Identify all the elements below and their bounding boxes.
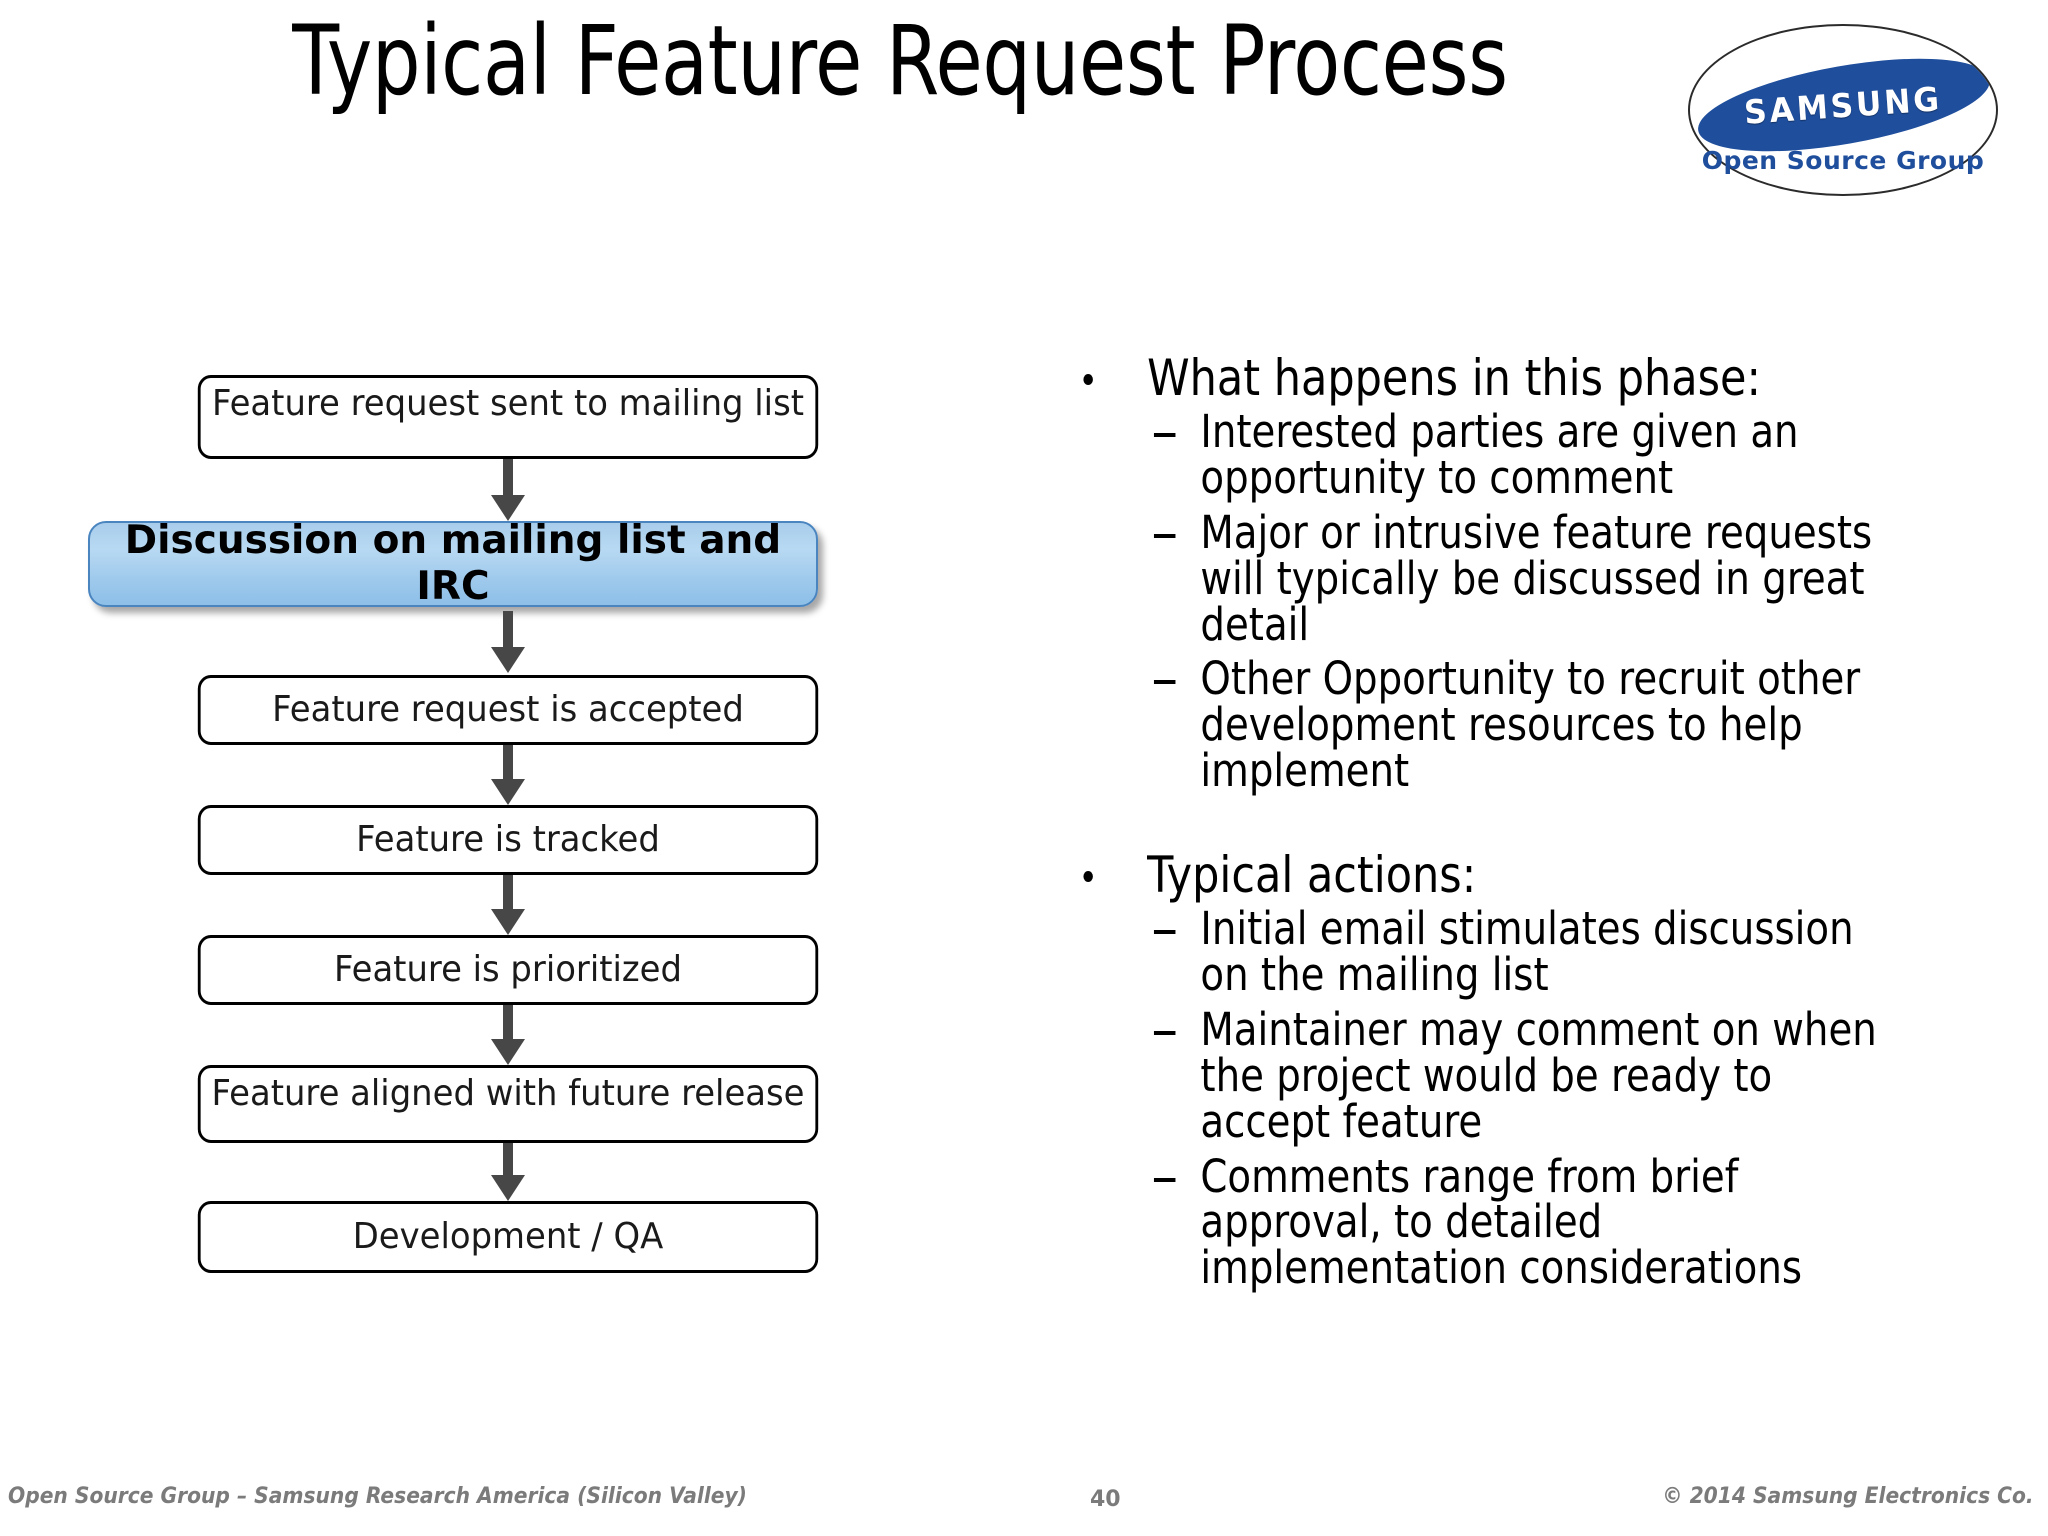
logo-subtitle-text: Open Source Group [1701,146,1985,175]
feature-request-process-flowchart: Feature request sent to mailing list Dis… [88,375,918,1320]
logo-oval-icon [1688,24,1998,196]
flow-arrow-2 [491,611,525,673]
bullet-item-maintainer-comment: Maintainer may comment on when the proje… [1080,1006,1897,1145]
bullet-item-text: Other Opportunity to recruit other devel… [1200,652,1861,798]
flow-arrow-5 [491,1005,525,1065]
footer-organization: Open Source Group – Samsung Research Ame… [8,1484,747,1509]
bullet-item-text: Initial email stimulates discussion on t… [1200,902,1854,1002]
bullet-heading-text: What happens in this phase: [1147,349,1761,407]
footer-copyright: © 2014 Samsung Electronics Co. [1662,1484,2034,1509]
bullet-item-initial-email: Initial email stimulates discussion on t… [1080,906,1897,998]
bullet-dash-icon [1153,680,1176,685]
bullet-item-comments-range: Comments range from brief approval, to d… [1080,1153,1897,1292]
bullet-item-text: Major or intrusive feature requests will… [1200,505,1873,651]
bullet-dot-icon [1083,374,1093,385]
bullet-group-spacer [1080,803,2030,849]
samsung-open-source-group-logo: SAMSUNG Open Source Group [1688,24,1998,196]
flow-arrow-4 [491,875,525,935]
bullet-dash-icon [1153,433,1176,437]
bullet-heading-what-happens: What happens in this phase: [1080,352,1897,405]
flow-step-feature-aligned-future-release[interactable]: Feature aligned with future release [197,1065,819,1143]
flow-step-discussion-mailing-list-irc[interactable]: Discussion on mailing list and IRC [88,518,818,609]
flow-arrow-1 [491,459,525,521]
bullet-item-other-opportunity: Other Opportunity to recruit other devel… [1080,656,1897,794]
flow-step-feature-tracked[interactable]: Feature is tracked [197,805,819,875]
flow-step-development-qa[interactable]: Development / QA [197,1201,819,1273]
bullet-dash-icon [1153,930,1176,935]
flow-arrow-6 [491,1143,525,1201]
bullet-dash-icon [1153,533,1176,538]
bullet-item-text: Maintainer may comment on when the proje… [1200,1002,1877,1148]
flow-step-feature-prioritized[interactable]: Feature is prioritized [197,935,819,1005]
slide-page-number: 40 [1090,1487,1121,1512]
bullet-item-text: Interested parties are given an opportun… [1200,405,1799,504]
bullet-heading-text: Typical actions: [1147,846,1477,905]
bullet-item-major-intrusive: Major or intrusive feature requests will… [1080,509,1897,648]
bullet-item-interested-parties: Interested parties are given an opportun… [1080,409,1897,501]
bullet-heading-typical-actions: Typical actions: [1080,849,1897,902]
bullet-content-column: What happens in this phase: Interested p… [1080,352,2030,1300]
flow-step-feature-request-accepted[interactable]: Feature request is accepted [197,675,819,745]
page-title: Typical Feature Request Process [292,5,1508,117]
flow-step-feature-request-sent[interactable]: Feature request sent to mailing list [197,375,819,459]
bullet-item-text: Comments range from brief approval, to d… [1200,1149,1803,1295]
bullet-dash-icon [1153,1177,1176,1182]
bullet-dot-icon [1083,871,1093,883]
bullet-dash-icon [1153,1030,1176,1035]
flow-arrow-3 [491,745,525,805]
